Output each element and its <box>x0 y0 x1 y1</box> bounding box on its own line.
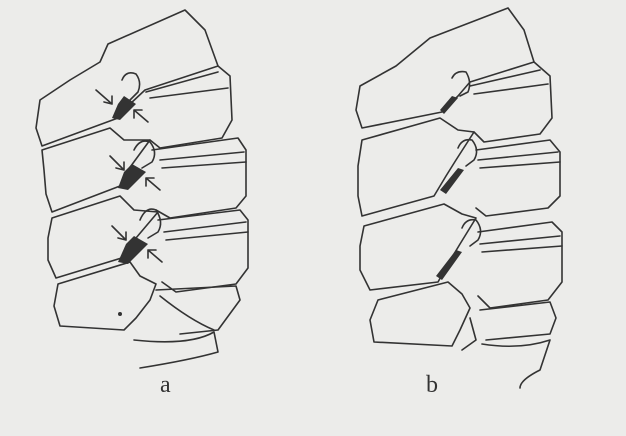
disc-a3 <box>164 222 248 240</box>
facet-a3 <box>140 209 161 238</box>
vertebra-a4 <box>54 262 156 330</box>
panel-b <box>356 8 562 388</box>
disc-b3 <box>480 236 562 252</box>
vertebra-a1 <box>36 10 218 146</box>
facet-a2 <box>134 141 155 168</box>
facet-a1 <box>122 73 140 100</box>
disc-a2 <box>160 152 246 168</box>
vertebral-body-b1 <box>474 62 552 142</box>
panel-b-label: b <box>426 372 438 399</box>
slip-line-b1 <box>440 96 458 114</box>
vertebral-body-b2 <box>476 140 560 216</box>
vertebral-body-b3 <box>478 222 562 308</box>
arrow-icon <box>96 90 112 104</box>
vertebral-body-a2 <box>152 138 246 218</box>
arrow-icon <box>110 156 124 170</box>
disc-b1 <box>470 70 548 94</box>
vertebra-b2 <box>358 118 474 216</box>
vertebral-body-a3 <box>158 210 248 292</box>
dot-marker <box>118 312 122 316</box>
arrow-icon <box>112 226 126 240</box>
vertebra-b4 <box>370 282 470 346</box>
sacrum-b <box>462 318 550 388</box>
arrow-icon <box>148 250 162 262</box>
panel-a-label: a <box>160 372 171 399</box>
disc-b2 <box>478 152 560 168</box>
pars-defect-a3 <box>118 236 148 264</box>
arrow-icon <box>134 110 148 122</box>
slip-line-b3 <box>436 250 462 280</box>
vertebral-body-a1 <box>150 66 232 148</box>
arrow-icon <box>146 178 160 190</box>
vertebra-b3 <box>360 204 476 290</box>
vertebra-a3 <box>48 196 158 278</box>
facet-b3 <box>462 220 481 246</box>
pars-defect-a1 <box>112 96 136 120</box>
vertebral-body-a4 <box>156 286 240 334</box>
panel-a <box>36 10 248 368</box>
